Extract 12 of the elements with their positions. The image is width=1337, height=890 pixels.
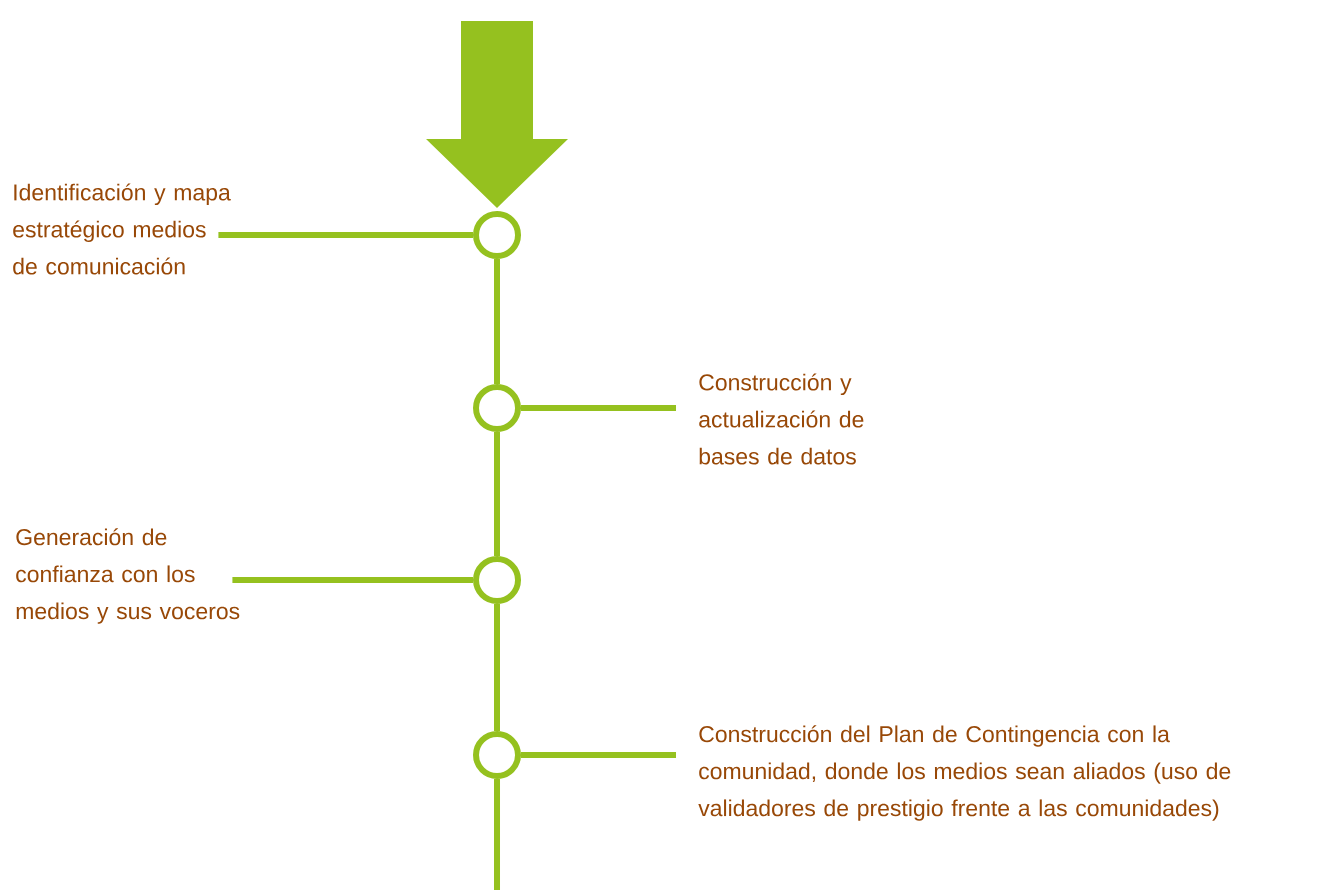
timeline-circle xyxy=(473,556,521,604)
timeline-circle xyxy=(473,211,521,259)
step-label: Generación de confianza con los medios y sus voceros xyxy=(16,528,240,624)
timeline-circle xyxy=(473,731,521,779)
step-label: Identificación y mapa estratégico medios de comunicación xyxy=(13,183,231,275)
step-label: Construcción y actualización de bases de datos xyxy=(699,373,864,465)
connector-line xyxy=(494,259,500,384)
step-label: Construcción del Plan de Contingencia con la comunidad, donde los medios sean aliados (uso de validadores de prestigio frente a las comunidades) xyxy=(698,725,1231,821)
connector-line xyxy=(494,604,500,731)
timeline-circle xyxy=(473,384,521,432)
connector-line xyxy=(494,432,500,556)
block-arrow xyxy=(426,21,568,208)
